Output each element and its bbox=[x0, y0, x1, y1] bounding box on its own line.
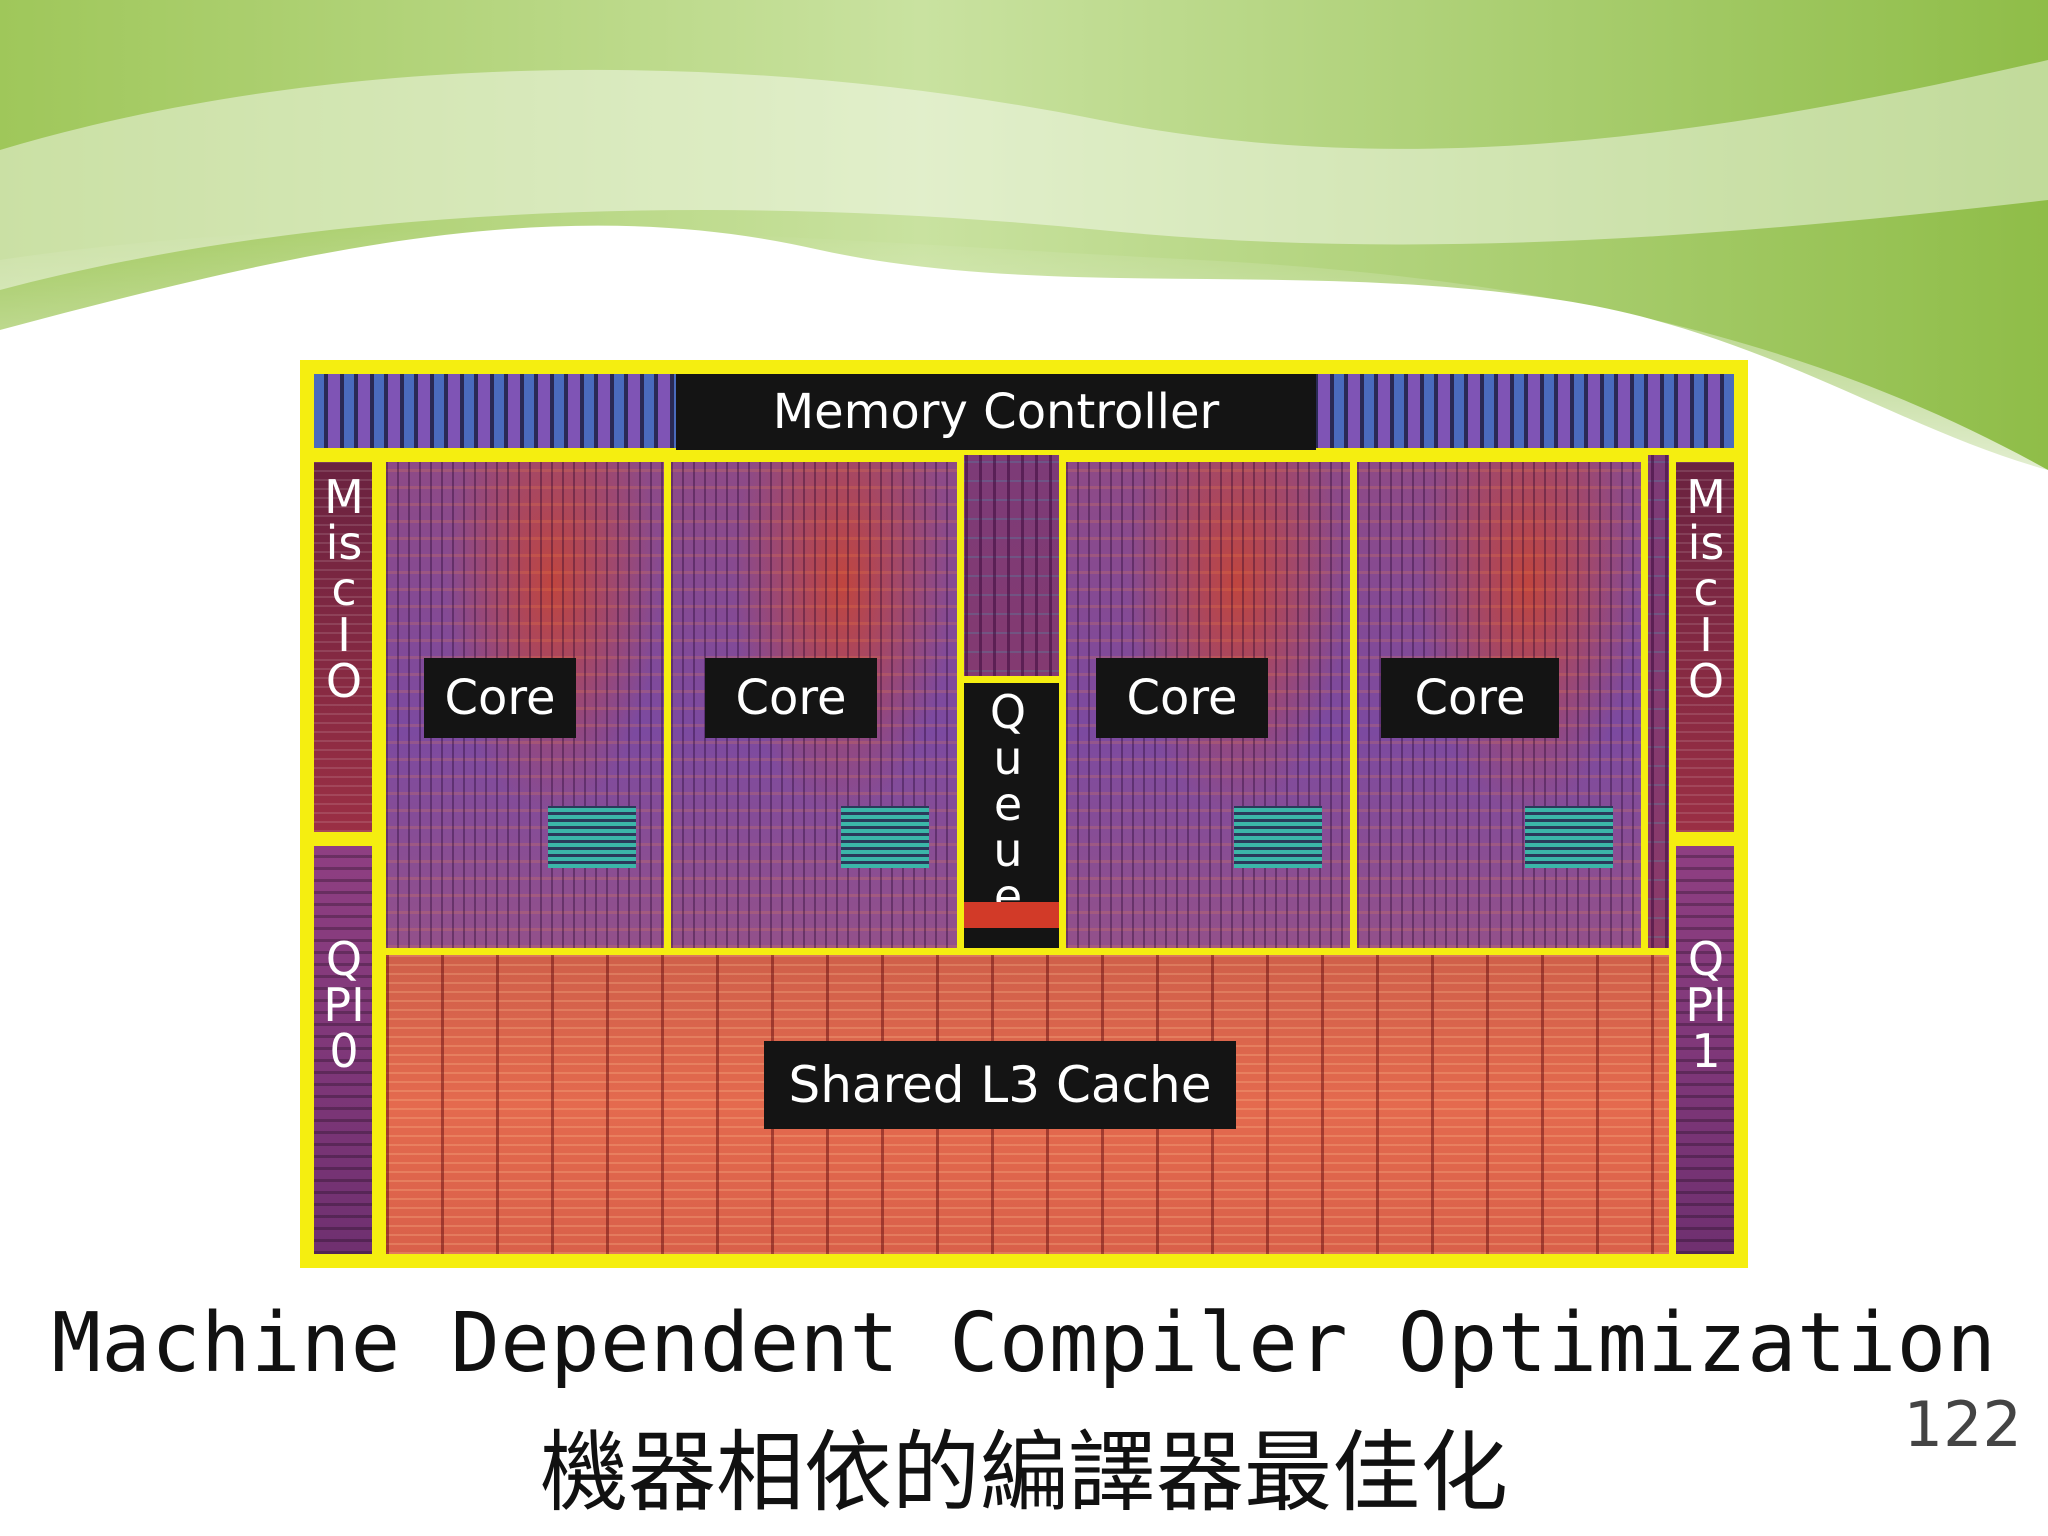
shared-l3-cache-region: Shared L3 Cache bbox=[379, 948, 1676, 1261]
core-1-region: Core bbox=[379, 455, 671, 955]
core-2-label: Core bbox=[705, 658, 877, 738]
core-1-label: Core bbox=[424, 658, 576, 738]
core-register-file bbox=[548, 806, 636, 868]
shared-l3-cache-label: Shared L3 Cache bbox=[764, 1041, 1236, 1129]
qpi-1-label: QPI 1 bbox=[1685, 932, 1727, 1078]
misc-io-right-region: Misc IO bbox=[1669, 455, 1741, 839]
memory-controller-region: Memory Controller bbox=[307, 367, 1741, 455]
misc-io-left-region: Misc IO bbox=[307, 455, 379, 839]
core-4-label: Core bbox=[1381, 658, 1559, 738]
queue-highlight bbox=[964, 902, 1059, 928]
qpi-0-label: QPI 0 bbox=[323, 932, 365, 1078]
core-register-file bbox=[1234, 806, 1322, 868]
queue-region: Queue bbox=[957, 676, 1066, 955]
core-4-region: Core bbox=[1350, 455, 1648, 955]
queue-label: Queue bbox=[989, 685, 1027, 923]
core-3-region: Core bbox=[1059, 455, 1357, 955]
core-register-file bbox=[1525, 806, 1613, 868]
qpi-0-region: QPI 0 bbox=[307, 839, 379, 1261]
page-number: 122 bbox=[1903, 1388, 2022, 1461]
misc-io-left-label: Misc IO bbox=[324, 470, 364, 708]
misc-io-right-label: Misc IO bbox=[1686, 470, 1726, 708]
core-2-region: Core bbox=[664, 455, 964, 955]
core-register-file bbox=[841, 806, 929, 868]
core-3-label: Core bbox=[1096, 658, 1268, 738]
slide-title-chinese: 機器相依的編譯器最佳化 bbox=[539, 1421, 1508, 1524]
memory-controller-label: Memory Controller bbox=[676, 374, 1316, 450]
slide-title-english: Machine Dependent Compiler Optimization bbox=[51, 1296, 1997, 1391]
qpi-1-region: QPI 1 bbox=[1669, 839, 1741, 1261]
processor-die-image: Memory Controller Misc IO QPI 0 Core Cor… bbox=[300, 360, 1748, 1268]
